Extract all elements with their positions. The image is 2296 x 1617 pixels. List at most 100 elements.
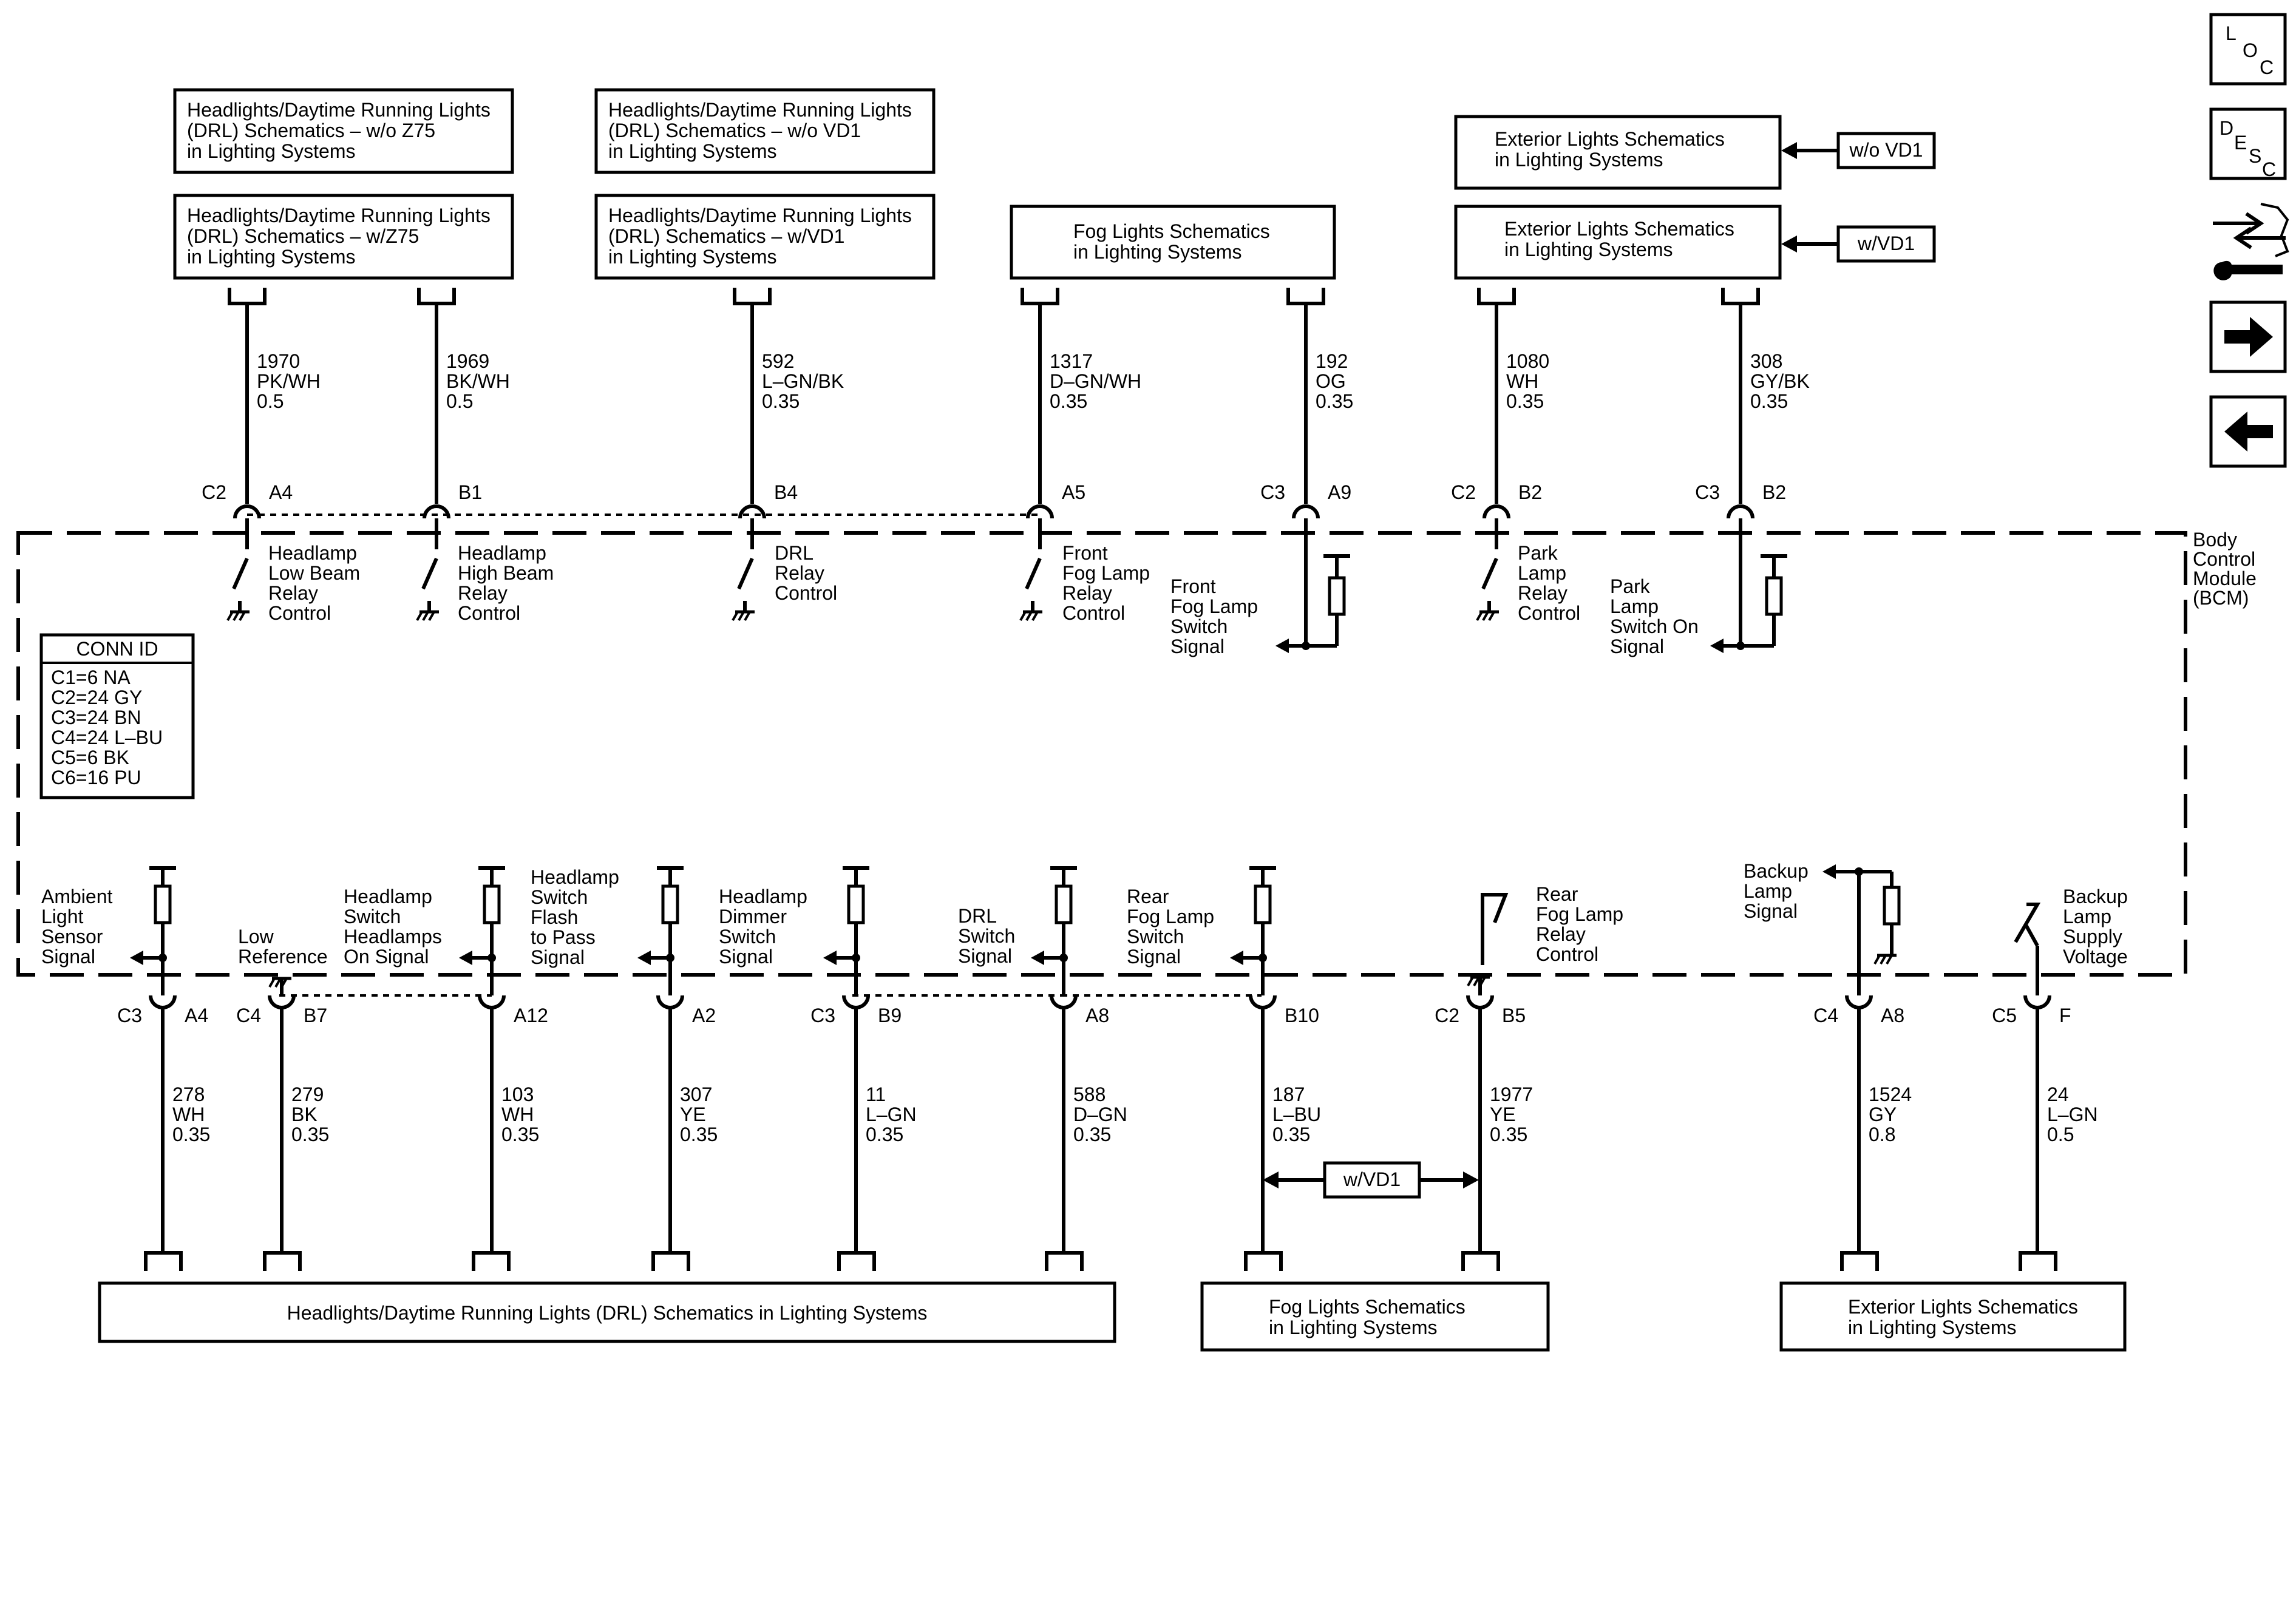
terminal	[1292, 504, 1320, 519]
ref-box-drl-w-z75[interactable]: Headlights/Daytime Running Lights(DRL) S…	[173, 194, 514, 280]
terminal	[423, 504, 450, 519]
terminal	[1026, 504, 1054, 519]
pin-label: A8	[1085, 1005, 1109, 1026]
desc-button[interactable]: D E S C	[2209, 107, 2287, 180]
terminal	[656, 995, 684, 1009]
ref-brackets-bottom	[144, 1251, 2057, 1271]
conn-id-item: C4=24 L–BU	[51, 727, 163, 748]
conn-id-item: C3=24 BN	[51, 707, 141, 728]
bcm-outline	[16, 531, 2187, 977]
conn-id-title: CONN ID	[76, 638, 158, 660]
terminal	[1845, 995, 1873, 1009]
pin-label: A5	[1062, 481, 1085, 503]
svg-text:C: C	[2260, 56, 2274, 78]
next-button[interactable]	[2209, 300, 2287, 373]
svg-text:Headlights/Daytime Running Lig: Headlights/Daytime Running Lights(DRL) S…	[608, 99, 912, 162]
ref-brackets-top	[228, 288, 1760, 305]
terminal	[842, 995, 870, 1009]
terminal	[149, 995, 177, 1009]
back-button[interactable]	[2209, 395, 2287, 468]
ref-box-drl-wo-vd1[interactable]: Headlights/Daytime Running Lights(DRL) S…	[594, 88, 936, 174]
svg-text:w/VD1: w/VD1	[1343, 1168, 1401, 1190]
loc-button[interactable]: L O C	[2209, 13, 2287, 86]
pin-label: A4	[185, 1005, 208, 1026]
connector-label: C3	[810, 1005, 835, 1026]
conn-id-item: C1=6 NA	[51, 666, 131, 688]
connector-label: C2	[202, 481, 226, 503]
svg-text:w/o VD1: w/o VD1	[1849, 139, 1923, 161]
pin-label: B1	[458, 481, 482, 503]
pin-label: B2	[1762, 481, 1786, 503]
connector-label: C2	[1435, 1005, 1459, 1026]
option-tag-w-vd1: w/VD1	[1781, 225, 1936, 263]
terminal	[233, 504, 261, 519]
pin-label: B9	[878, 1005, 902, 1026]
connector-wrench-icon[interactable]	[2213, 203, 2289, 280]
connector-label: C3	[117, 1005, 142, 1026]
pin-label: B5	[1502, 1005, 1526, 1026]
connector-label: C2	[1451, 481, 1476, 503]
svg-text:Headlights/Daytime Running Lig: Headlights/Daytime Running Lights (DRL) …	[287, 1302, 928, 1324]
connector-label: C4	[236, 1005, 261, 1026]
pin-label: B4	[774, 481, 798, 503]
conn-id-item: C2=24 GY	[51, 686, 142, 708]
ref-box-drl-wo-z75[interactable]: Headlights/Daytime Running Lights(DRL) S…	[173, 88, 514, 174]
pin-label: B10	[1285, 1005, 1319, 1026]
terminal	[1483, 504, 1510, 519]
ref-box-drl-w-vd1[interactable]: Headlights/Daytime Running Lights(DRL) S…	[594, 194, 936, 280]
svg-text:Headlights/Daytime Running Lig: Headlights/Daytime Running Lights(DRL) S…	[187, 205, 491, 268]
pin-label: A2	[692, 1005, 716, 1026]
connector-label: C3	[1695, 481, 1720, 503]
ref-box-drl-bottom[interactable]: Headlights/Daytime Running Lights (DRL) …	[98, 1281, 1116, 1343]
terminal	[1727, 504, 1754, 519]
svg-text:D: D	[2220, 117, 2233, 139]
svg-text:S: S	[2249, 145, 2261, 167]
conn-id-box: CONN ID C1=6 NA C2=24 GY C3=24 BN C4=24 …	[39, 633, 195, 799]
svg-text:w/VD1: w/VD1	[1857, 232, 1915, 254]
terminal	[478, 995, 506, 1009]
terminal	[1249, 995, 1277, 1009]
